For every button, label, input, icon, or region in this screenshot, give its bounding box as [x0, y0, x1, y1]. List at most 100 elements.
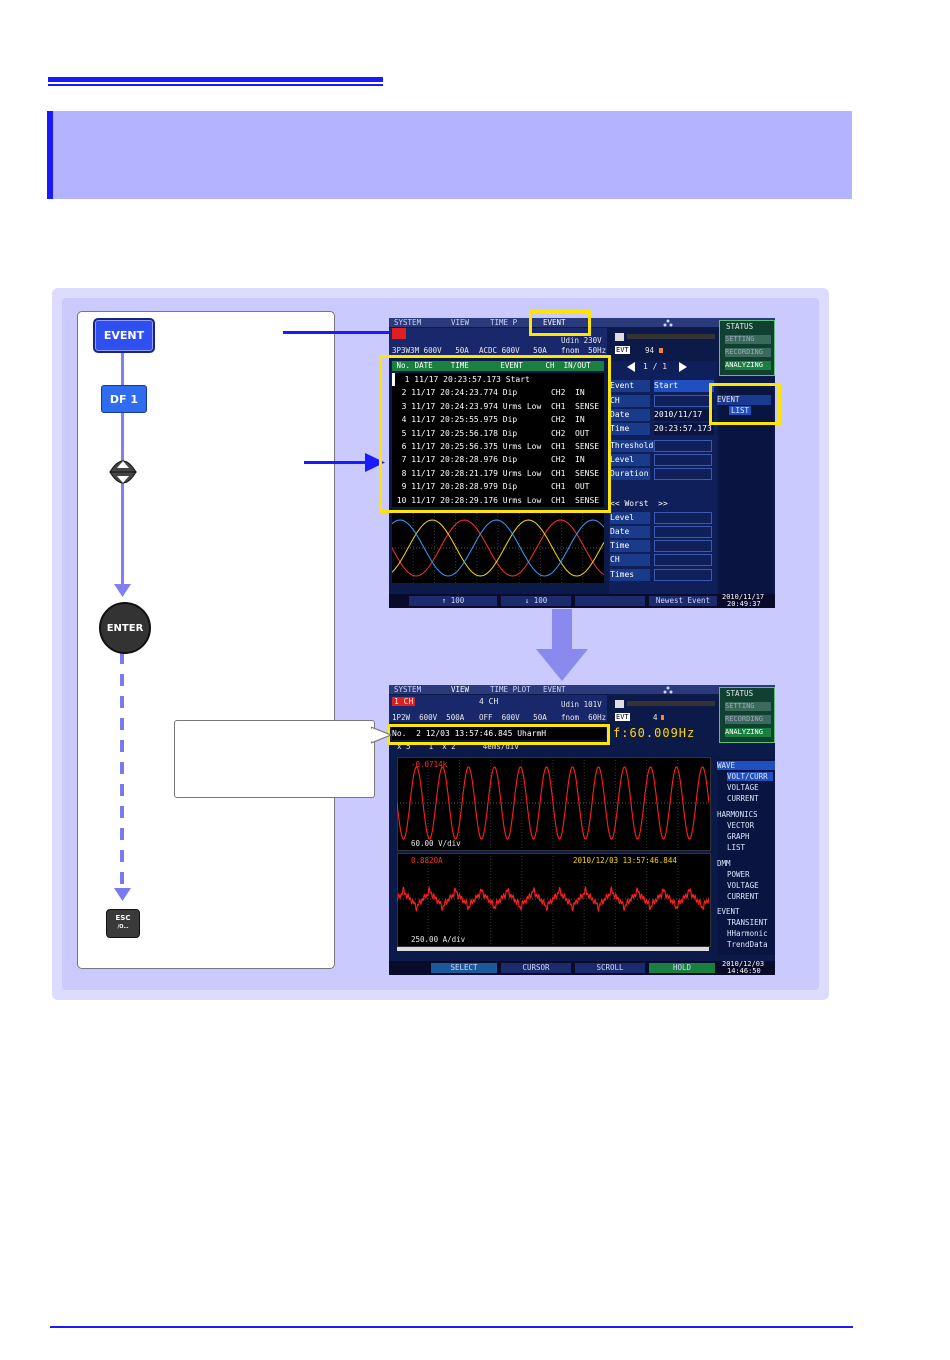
event-list-row[interactable]: 3 11/17 20:24:23.974 Urms Low CH1 SENSE	[392, 401, 600, 411]
pointer-arrow-icon	[365, 453, 385, 472]
selected-event-line: No. 2 12/03 13:57:46.845 UharmH	[392, 727, 606, 740]
detail-value-box	[654, 454, 712, 466]
menu-event-item[interactable]: TrendData	[727, 940, 768, 949]
flow-arrow-down-icon	[114, 584, 131, 597]
highlight-selected-event	[387, 724, 610, 745]
softkey-up100[interactable]: ↑ 100	[409, 596, 497, 606]
event-list-row[interactable]: 5 11/17 20:25:56.178 Dip CH2 OUT	[392, 428, 590, 438]
up-down-cursor-key[interactable]	[106, 452, 140, 492]
detail-value-box	[654, 512, 712, 524]
menu-harmonics-item[interactable]: LIST	[727, 843, 746, 852]
ch4-label: 4 CH	[479, 697, 499, 706]
menu-event[interactable]: EVENT	[717, 395, 771, 405]
header-mid: ACDC 600V 50A	[479, 346, 547, 355]
menu-harmonics-item[interactable]: VECTOR	[727, 821, 755, 830]
status-setting: SETTING	[725, 702, 771, 711]
menu-wave-item[interactable]: VOLTAGE	[727, 783, 759, 792]
menu-event[interactable]: EVENT	[717, 907, 740, 916]
menu-list[interactable]: LIST	[729, 406, 752, 415]
detail-value-box	[654, 395, 712, 407]
tab-view[interactable]: VIEW	[451, 318, 470, 327]
clock-time: 14:46:50	[727, 967, 761, 975]
menu-wave-item[interactable]: CURRENT	[727, 794, 759, 803]
detail-value-date-value: 2010/11/17	[654, 409, 714, 421]
event-list-row[interactable]: 2 11/17 20:24:23.774 Dip CH2 IN	[392, 388, 585, 398]
menu-harmonics[interactable]: HARMONICS	[717, 810, 758, 819]
clock-date: 2010/11/17	[722, 593, 765, 601]
frequency-readout: f:60.009Hz	[613, 726, 696, 740]
menu-dmm-item[interactable]: CURRENT	[727, 892, 759, 901]
event-list-row[interactable]: 7 11/17 20:28:28.976 Dip CH2 IN	[392, 455, 585, 465]
section-heading-box	[47, 111, 852, 199]
tab-event[interactable]: EVENT	[543, 318, 566, 327]
softkey-cursor[interactable]: CURSOR	[501, 963, 571, 973]
page-next-icon[interactable]	[679, 362, 687, 372]
menu-dmm[interactable]: DMM	[717, 859, 731, 868]
detail-value-box	[654, 569, 712, 581]
detail-value-time-value: 20:23:57.173	[654, 423, 714, 435]
event-list-row[interactable]: 1 11/17 20:23:57.173 Start	[392, 373, 607, 386]
detail-label-worst-label: << Worst >>	[610, 499, 668, 508]
enter-key[interactable]: ENTER	[99, 602, 151, 654]
scroll-bar[interactable]	[397, 947, 709, 951]
menu-harmonics-item[interactable]: GRAPH	[727, 832, 750, 841]
current-timestamp: 2010/12/03 13:57:46.844	[573, 856, 677, 865]
event-list-row[interactable]: 4 11/17 20:25:55.975 Dip CH2 IN	[392, 415, 585, 425]
tab-system[interactable]: SYSTEM	[394, 318, 422, 327]
tab-time-plot[interactable]: TIME PLOT	[490, 685, 531, 694]
tab-event[interactable]: EVENT	[543, 685, 566, 694]
softkey-hold[interactable]: HOLD	[649, 963, 715, 973]
highlight-event-menu	[709, 383, 781, 425]
event-badge: EVT	[615, 713, 630, 721]
event-list-header: No. DATE TIME EVENT CH IN/OUT	[392, 361, 604, 371]
softkey-newest-event[interactable]: Newest Event	[649, 596, 717, 606]
scale-row: x 5 1 x 2 4ems/div	[397, 742, 519, 751]
voltage-wave-panel	[397, 757, 711, 851]
detail-label-w-times: Times	[610, 569, 650, 581]
channel-header	[389, 695, 607, 722]
callout-box	[174, 720, 375, 798]
event-count-bar	[659, 348, 663, 353]
event-list-row[interactable]: 6 11/17 20:25:56.375 Urms Low CH1 SENSE	[392, 442, 600, 451]
softkey-select[interactable]: SELECT	[431, 963, 497, 973]
event-list-screen: SYSTEM VIEW TIME P EVENT 3P3W3M 600V 50A…	[389, 318, 775, 608]
tab-time-plot[interactable]: TIME P	[490, 318, 518, 327]
esc-key[interactable]: ESC /O…	[106, 909, 140, 938]
current-scale: 250.00 A/div	[411, 935, 466, 944]
tab-view[interactable]: VIEW	[451, 685, 470, 694]
status-title: STATUS	[726, 322, 754, 331]
menu-event-item[interactable]: TRANSIENT	[727, 918, 768, 927]
highlight-event-tab	[529, 310, 591, 336]
softkey-empty[interactable]	[575, 596, 645, 606]
event-key[interactable]: EVENT	[93, 318, 155, 353]
status-analyzing: ANALYZING	[725, 361, 771, 370]
menu-event-item[interactable]: HHarmonic	[727, 929, 768, 938]
esc-key-sublabel: /O…	[117, 924, 129, 930]
event-list[interactable]: 1 11/17 20:23:57.173 Start 2 11/17 20:24…	[392, 373, 604, 507]
menu-dmm-item[interactable]: VOLTAGE	[727, 881, 759, 890]
event-list-row[interactable]: 10 11/17 20:28:29.176 Urms Low CH1 SENSE	[392, 495, 600, 505]
pointer-line-list	[304, 461, 368, 464]
tab-system[interactable]: SYSTEM	[394, 685, 422, 694]
memory-icon	[615, 700, 624, 708]
page-prev-icon[interactable]	[627, 362, 635, 372]
menu-dmm-item[interactable]: POWER	[727, 870, 750, 879]
header-left: 3P3W3M 600V 50A	[392, 346, 469, 355]
voltage-value: -0.0714k	[411, 760, 448, 769]
header-udin: Udin 101V	[561, 700, 602, 709]
softkey-down100[interactable]: ↓ 100	[501, 596, 571, 606]
menu-wave-item[interactable]: VOLT/CURR	[727, 772, 773, 781]
status-title: STATUS	[726, 689, 754, 698]
ch1-label: 1 CH	[392, 697, 416, 706]
event-list-row[interactable]: 8 11/17 20:28:21.179 Urms Low CH1 SENSE	[392, 468, 600, 478]
clock-date: 2010/12/03	[722, 960, 765, 968]
detail-label-date-label: Date	[610, 409, 650, 421]
status-recording: RECORDING	[725, 348, 771, 357]
detail-label-time-label: Time	[610, 423, 650, 435]
flow-dashed-line	[120, 652, 124, 888]
menu-wave[interactable]: WAVE	[717, 761, 775, 770]
softkey-scroll[interactable]: SCROLL	[575, 963, 645, 973]
event-list-row[interactable]: 9 11/17 20:28:28.979 Dip CH1 OUT	[392, 482, 590, 492]
wave-preview	[392, 513, 604, 583]
df1-key[interactable]: DF 1	[101, 385, 147, 413]
